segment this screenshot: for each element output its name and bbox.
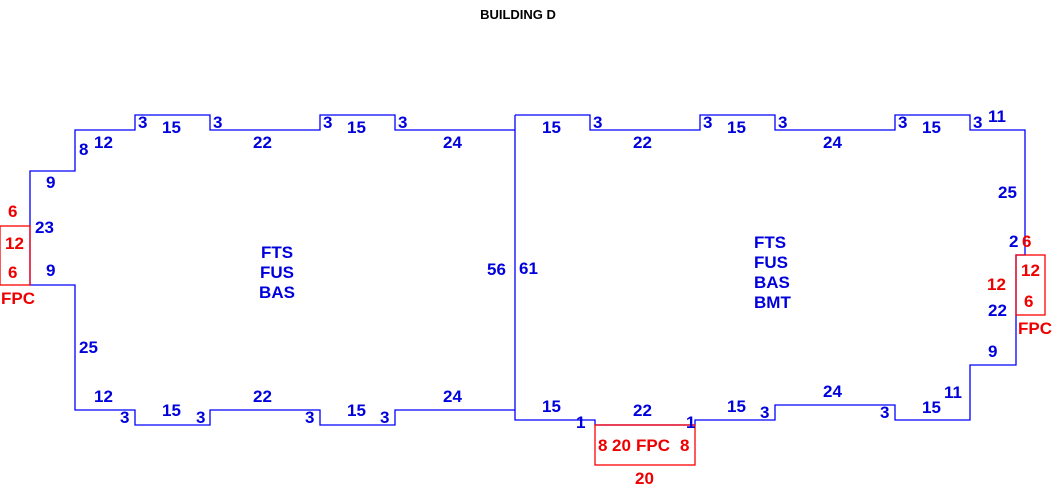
dim-label: 12 <box>94 133 113 152</box>
dim-label: 8 <box>79 140 88 159</box>
dim-label: 3 <box>898 113 907 132</box>
fpc-dim-label: 6 <box>8 263 17 282</box>
dim-label: 12 <box>94 387 113 406</box>
dim-label: 15 <box>727 397 746 416</box>
dim-label: 24 <box>823 133 842 152</box>
dim-label: 2 <box>1009 232 1018 251</box>
dim-label: 3 <box>120 408 129 427</box>
dim-label: 15 <box>542 118 561 137</box>
fpc-dim-label: 12 <box>987 275 1006 294</box>
dim-label: 24 <box>443 387 462 406</box>
fpc-name-label: FPC <box>636 436 670 455</box>
dim-label: 22 <box>988 301 1007 320</box>
fpc-dim-label: 12 <box>5 234 24 253</box>
fpc-name-label: FPC <box>1 289 35 308</box>
dim-label: 3 <box>973 113 982 132</box>
dim-label: 3 <box>778 113 787 132</box>
fpc-labels: 6 12 FPC 6 6 12 12 FPC 6 8 20 FPC 20 8 <box>1 202 1052 488</box>
dim-label: 9 <box>988 342 997 361</box>
dim-label: 24 <box>443 133 462 152</box>
code-label: FUS <box>260 263 294 282</box>
dim-label: 3 <box>593 113 602 132</box>
dim-label: 15 <box>727 118 746 137</box>
fpc-dim-label: 6 <box>1024 292 1033 311</box>
dim-label: 11 <box>988 107 1006 126</box>
fpc-dim-label: 8 <box>680 436 689 455</box>
fpc-dim-label: 20 <box>612 436 631 455</box>
dim-label: 9 <box>46 261 55 280</box>
dim-label: 9 <box>46 173 55 192</box>
dim-label: 3 <box>138 113 147 132</box>
fpc-dim-label: 6 <box>1022 232 1031 251</box>
dim-label: 3 <box>323 113 332 132</box>
dim-label: 24 <box>823 382 842 401</box>
drawing-title: BUILDING D <box>480 7 556 22</box>
dim-label: 15 <box>347 118 366 137</box>
code-label: FTS <box>754 233 786 252</box>
dim-label: 11 <box>944 383 962 402</box>
dim-label: 15 <box>162 401 181 420</box>
fpc-name-label: FPC <box>1018 319 1052 338</box>
dim-label: 1 <box>686 413 695 432</box>
dim-label: 23 <box>35 218 54 237</box>
dim-label: 3 <box>305 408 314 427</box>
fpc-bottom-box <box>594 424 696 466</box>
dim-label: 15 <box>922 398 941 417</box>
dim-label: 3 <box>703 113 712 132</box>
right-building-labels: FTS FUS BAS BMT 15 3 22 3 15 3 24 3 15 3… <box>519 107 1018 432</box>
dim-label: 61 <box>519 259 538 278</box>
dim-label: 56 <box>487 260 506 279</box>
dim-label: 15 <box>162 118 181 137</box>
fpc-dim-label: 12 <box>1021 261 1040 280</box>
dim-label: 3 <box>760 403 769 422</box>
dim-label: 22 <box>253 133 272 152</box>
fpc-dim-label: 6 <box>8 202 17 221</box>
dim-label: 22 <box>633 401 652 420</box>
dim-label: 25 <box>79 338 98 357</box>
dim-label: 22 <box>253 387 272 406</box>
dim-label: 15 <box>922 118 941 137</box>
dim-label: 25 <box>998 183 1017 202</box>
dim-label: 3 <box>196 408 205 427</box>
fpc-dim-label: 20 <box>635 469 654 488</box>
dim-label: 3 <box>880 403 889 422</box>
dim-label: 22 <box>633 133 652 152</box>
fpc-dim-label: 8 <box>598 436 607 455</box>
code-label: BMT <box>754 293 791 312</box>
code-label: BAS <box>754 273 790 292</box>
fpc-right-box <box>1015 254 1046 316</box>
dim-label: 3 <box>398 113 407 132</box>
dim-label: 1 <box>576 413 585 432</box>
code-label: FTS <box>261 243 293 262</box>
code-label: BAS <box>259 283 295 302</box>
left-building-labels: FTS FUS BAS 3 15 3 3 15 3 8 12 22 24 9 2… <box>35 113 506 427</box>
code-label: FUS <box>754 253 788 272</box>
dim-label: 15 <box>347 401 366 420</box>
dim-label: 3 <box>213 113 222 132</box>
fpc-left-box <box>0 225 31 286</box>
dim-label: 15 <box>542 397 561 416</box>
dim-label: 3 <box>380 408 389 427</box>
